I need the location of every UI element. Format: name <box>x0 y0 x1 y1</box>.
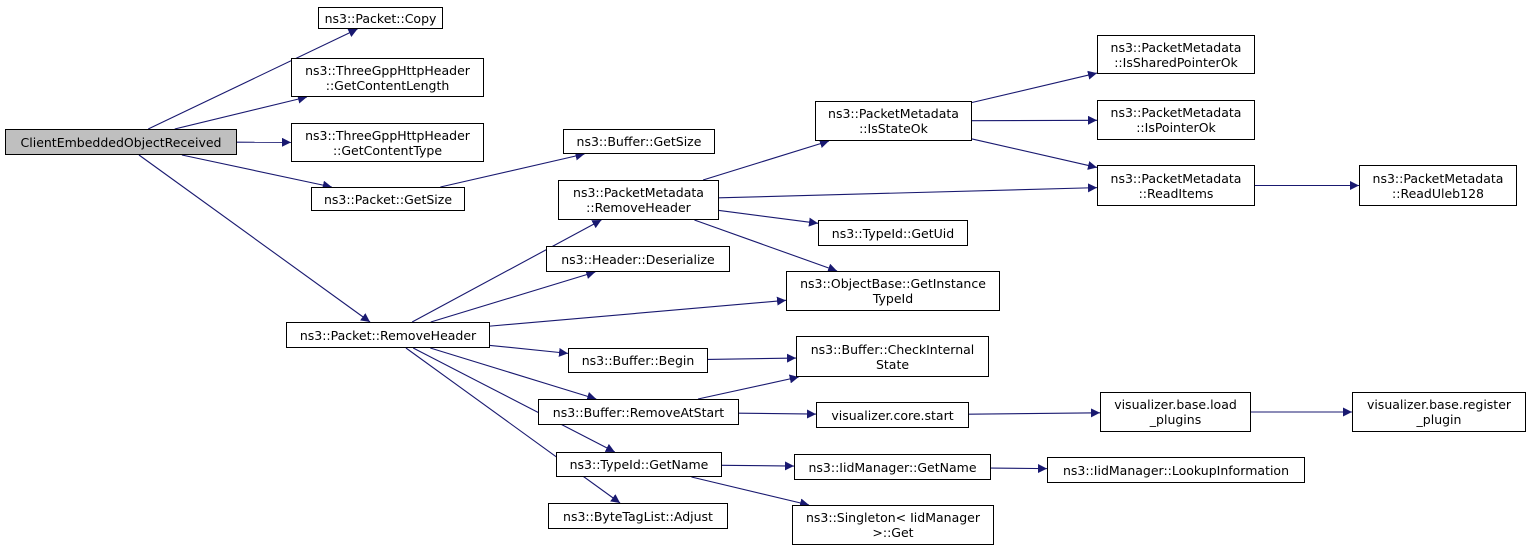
node-iid-manager-get-name[interactable]: ns3::IidManager::GetName <box>794 454 991 480</box>
node-label-line1: ns3::PacketMetadata <box>1110 105 1242 120</box>
node-packet-get-size[interactable]: ns3::Packet::GetSize <box>311 187 465 211</box>
node-packet-metadata-read-uleb128[interactable]: ns3::PacketMetadata ::ReadUleb128 <box>1359 165 1517 206</box>
node-label-line2: >::Get <box>872 525 914 540</box>
edge-packetremoveheader-to-removeatstart <box>430 347 597 401</box>
node-label-line1: ns3::PacketMetadata <box>573 185 704 200</box>
node-label: ns3::ByteTagList::Adjust <box>563 508 713 524</box>
edge-packetremoveheader-to-adjust <box>405 347 621 504</box>
node-label: visualizer.core.start <box>831 407 954 423</box>
edge-iidgetname-to-lookupinformation <box>990 464 1048 474</box>
edge-removeatstart-to-checkinternalstate <box>697 374 799 400</box>
node-buffer-begin[interactable]: ns3::Buffer::Begin <box>568 348 708 373</box>
node-label: ns3::TypeId::GetUid <box>831 225 955 241</box>
node-visualizer-base-register-plugin[interactable]: visualizer.base.register _plugin <box>1352 392 1526 432</box>
node-byte-tag-list-adjust[interactable]: ns3::ByteTagList::Adjust <box>548 503 728 529</box>
node-packet-copy[interactable]: ns3::Packet::Copy <box>318 7 443 29</box>
edge-packetremoveheader-to-pmremoveheader <box>411 219 602 323</box>
node-buffer-remove-at-start[interactable]: ns3::Buffer::RemoveAtStart <box>538 399 739 425</box>
node-label-line1: ns3::PacketMetadata <box>1110 39 1242 55</box>
node-iid-manager-lookup-information[interactable]: ns3::IidManager::LookupInformation <box>1047 457 1305 483</box>
node-label-line2: ::IsSharedPointerOk <box>1114 54 1238 70</box>
edge-removeatstart-to-vcorestart <box>738 409 817 419</box>
node-label-line1: visualizer.base.register <box>1366 397 1512 412</box>
node-label-line1: ns3::PacketMetadata <box>828 106 959 121</box>
edge-root-to-packetgetsize <box>181 154 332 190</box>
node-buffer-get-size[interactable]: ns3::Buffer::GetSize <box>563 129 715 154</box>
node-label: ns3::Header::Deserialize <box>561 251 715 267</box>
node-label-line1: ns3::Singleton< IidManager <box>805 510 981 525</box>
node-label: ns3::Packet::Copy <box>324 10 437 26</box>
node-threegpp-http-header-get-content-length[interactable]: ns3::ThreeGppHttpHeader ::GetContentLeng… <box>291 58 484 97</box>
node-packet-metadata-is-state-ok[interactable]: ns3::PacketMetadata ::IsStateOk <box>815 101 972 141</box>
node-label: ns3::Buffer::RemoveAtStart <box>552 404 725 420</box>
node-label-line2: ::ReadItems <box>1138 185 1214 201</box>
edge-isstateok-to-readitems <box>971 138 1098 170</box>
node-label: ns3::Packet::RemoveHeader <box>299 327 477 343</box>
node-typeid-get-uid[interactable]: ns3::TypeId::GetUid <box>818 220 968 246</box>
node-label: ns3::Buffer::GetSize <box>576 134 702 149</box>
edge-packetremoveheader-to-begin <box>489 344 569 357</box>
node-packet-metadata-is-pointer-ok[interactable]: ns3::PacketMetadata ::IsPointerOk <box>1097 100 1255 140</box>
edge-pmremoveheader-to-getuid <box>718 209 819 227</box>
node-label-line1: ns3::ThreeGppHttpHeader <box>305 62 470 78</box>
node-singleton-iid-manager-get[interactable]: ns3::Singleton< IidManager >::Get <box>792 505 994 545</box>
node-packet-metadata-remove-header[interactable]: ns3::PacketMetadata ::RemoveHeader <box>558 180 719 220</box>
node-label-line2: ::ReadUleb128 <box>1392 185 1484 201</box>
node-packet-remove-header[interactable]: ns3::Packet::RemoveHeader <box>286 322 490 348</box>
node-label-line2: _plugins <box>1149 412 1202 427</box>
edge-isstateok-to-issharedpointerok <box>971 70 1098 104</box>
edge-typeidgetname-to-iidgetname <box>721 461 795 471</box>
node-label: ns3::TypeId::GetName <box>569 457 709 472</box>
node-label-line2: ::RemoveHeader <box>586 200 691 215</box>
edge-pmremoveheader-to-readitems <box>718 183 1098 199</box>
edge-packetremoveheader-to-deserialize <box>430 270 596 323</box>
node-label: ClientEmbeddedObjectReceived <box>20 134 222 150</box>
node-label-line1: ns3::PacketMetadata <box>1372 170 1504 186</box>
edge-begin-to-checkinternalstate <box>707 353 797 363</box>
node-buffer-check-internal-state[interactable]: ns3::Buffer::CheckInternal State <box>796 336 989 377</box>
edge-root-to-packetremoveheader <box>138 154 371 323</box>
edge-root-to-copy <box>147 28 358 130</box>
node-label: ns3::IidManager::LookupInformation <box>1062 462 1289 478</box>
node-label-line1: ns3::ThreeGppHttpHeader <box>305 127 470 143</box>
node-label-line2: ::GetContentLength <box>325 77 450 93</box>
node-client-embedded-object-received[interactable]: ClientEmbeddedObjectReceived <box>5 129 237 155</box>
node-label: ns3::IidManager::GetName <box>808 459 977 475</box>
node-label-line2: ::IsPointerOk <box>1136 120 1216 135</box>
node-packet-metadata-read-items[interactable]: ns3::PacketMetadata ::ReadItems <box>1097 165 1255 206</box>
node-label-line1: visualizer.base.load <box>1114 397 1237 412</box>
edge-pmremoveheader-to-isstateok <box>702 139 830 181</box>
node-typeid-get-name[interactable]: ns3::TypeId::GetName <box>556 452 722 477</box>
edge-pmremoveheader-to-getinstancetypeid <box>694 219 838 273</box>
node-label-line2: _plugin <box>1416 412 1462 427</box>
node-label-line1: ns3::ObjectBase::GetInstance <box>800 276 986 291</box>
node-visualizer-base-load-plugins[interactable]: visualizer.base.load _plugins <box>1100 392 1251 432</box>
edge-root-to-getcontentlength <box>174 94 308 130</box>
node-label-line1: ns3::Buffer::CheckInternal <box>810 341 975 357</box>
node-threegpp-http-header-get-content-type[interactable]: ns3::ThreeGppHttpHeader ::GetContentType <box>291 123 484 162</box>
node-packet-metadata-is-shared-pointer-ok[interactable]: ns3::PacketMetadata ::IsSharedPointerOk <box>1097 35 1255 74</box>
node-label: ns3::Packet::GetSize <box>323 191 453 207</box>
node-label: ns3::Buffer::Begin <box>581 353 695 368</box>
node-object-base-get-instance-typeid[interactable]: ns3::ObjectBase::GetInstance TypeId <box>786 271 1000 311</box>
edge-packetremoveheader-to-getinstancetypeid <box>489 296 787 327</box>
edge-packetremoveheader-to-typeidgetname <box>412 347 616 453</box>
node-header-deserialize[interactable]: ns3::Header::Deserialize <box>546 246 730 272</box>
node-label-line1: ns3::PacketMetadata <box>1110 170 1242 186</box>
node-label-line2: TypeId <box>872 291 914 306</box>
edge-packetgetsize-to-buffergetsize <box>440 151 585 188</box>
node-visualizer-core-start[interactable]: visualizer.core.start <box>816 402 969 428</box>
node-label-line2: ::IsStateOk <box>859 121 928 136</box>
node-label-line2: ::GetContentType <box>332 142 443 158</box>
node-label-line2: State <box>875 356 910 372</box>
edge-vcorestart-to-vloadplugins <box>968 408 1101 418</box>
edge-typeidgetname-to-singletonget <box>691 476 810 508</box>
